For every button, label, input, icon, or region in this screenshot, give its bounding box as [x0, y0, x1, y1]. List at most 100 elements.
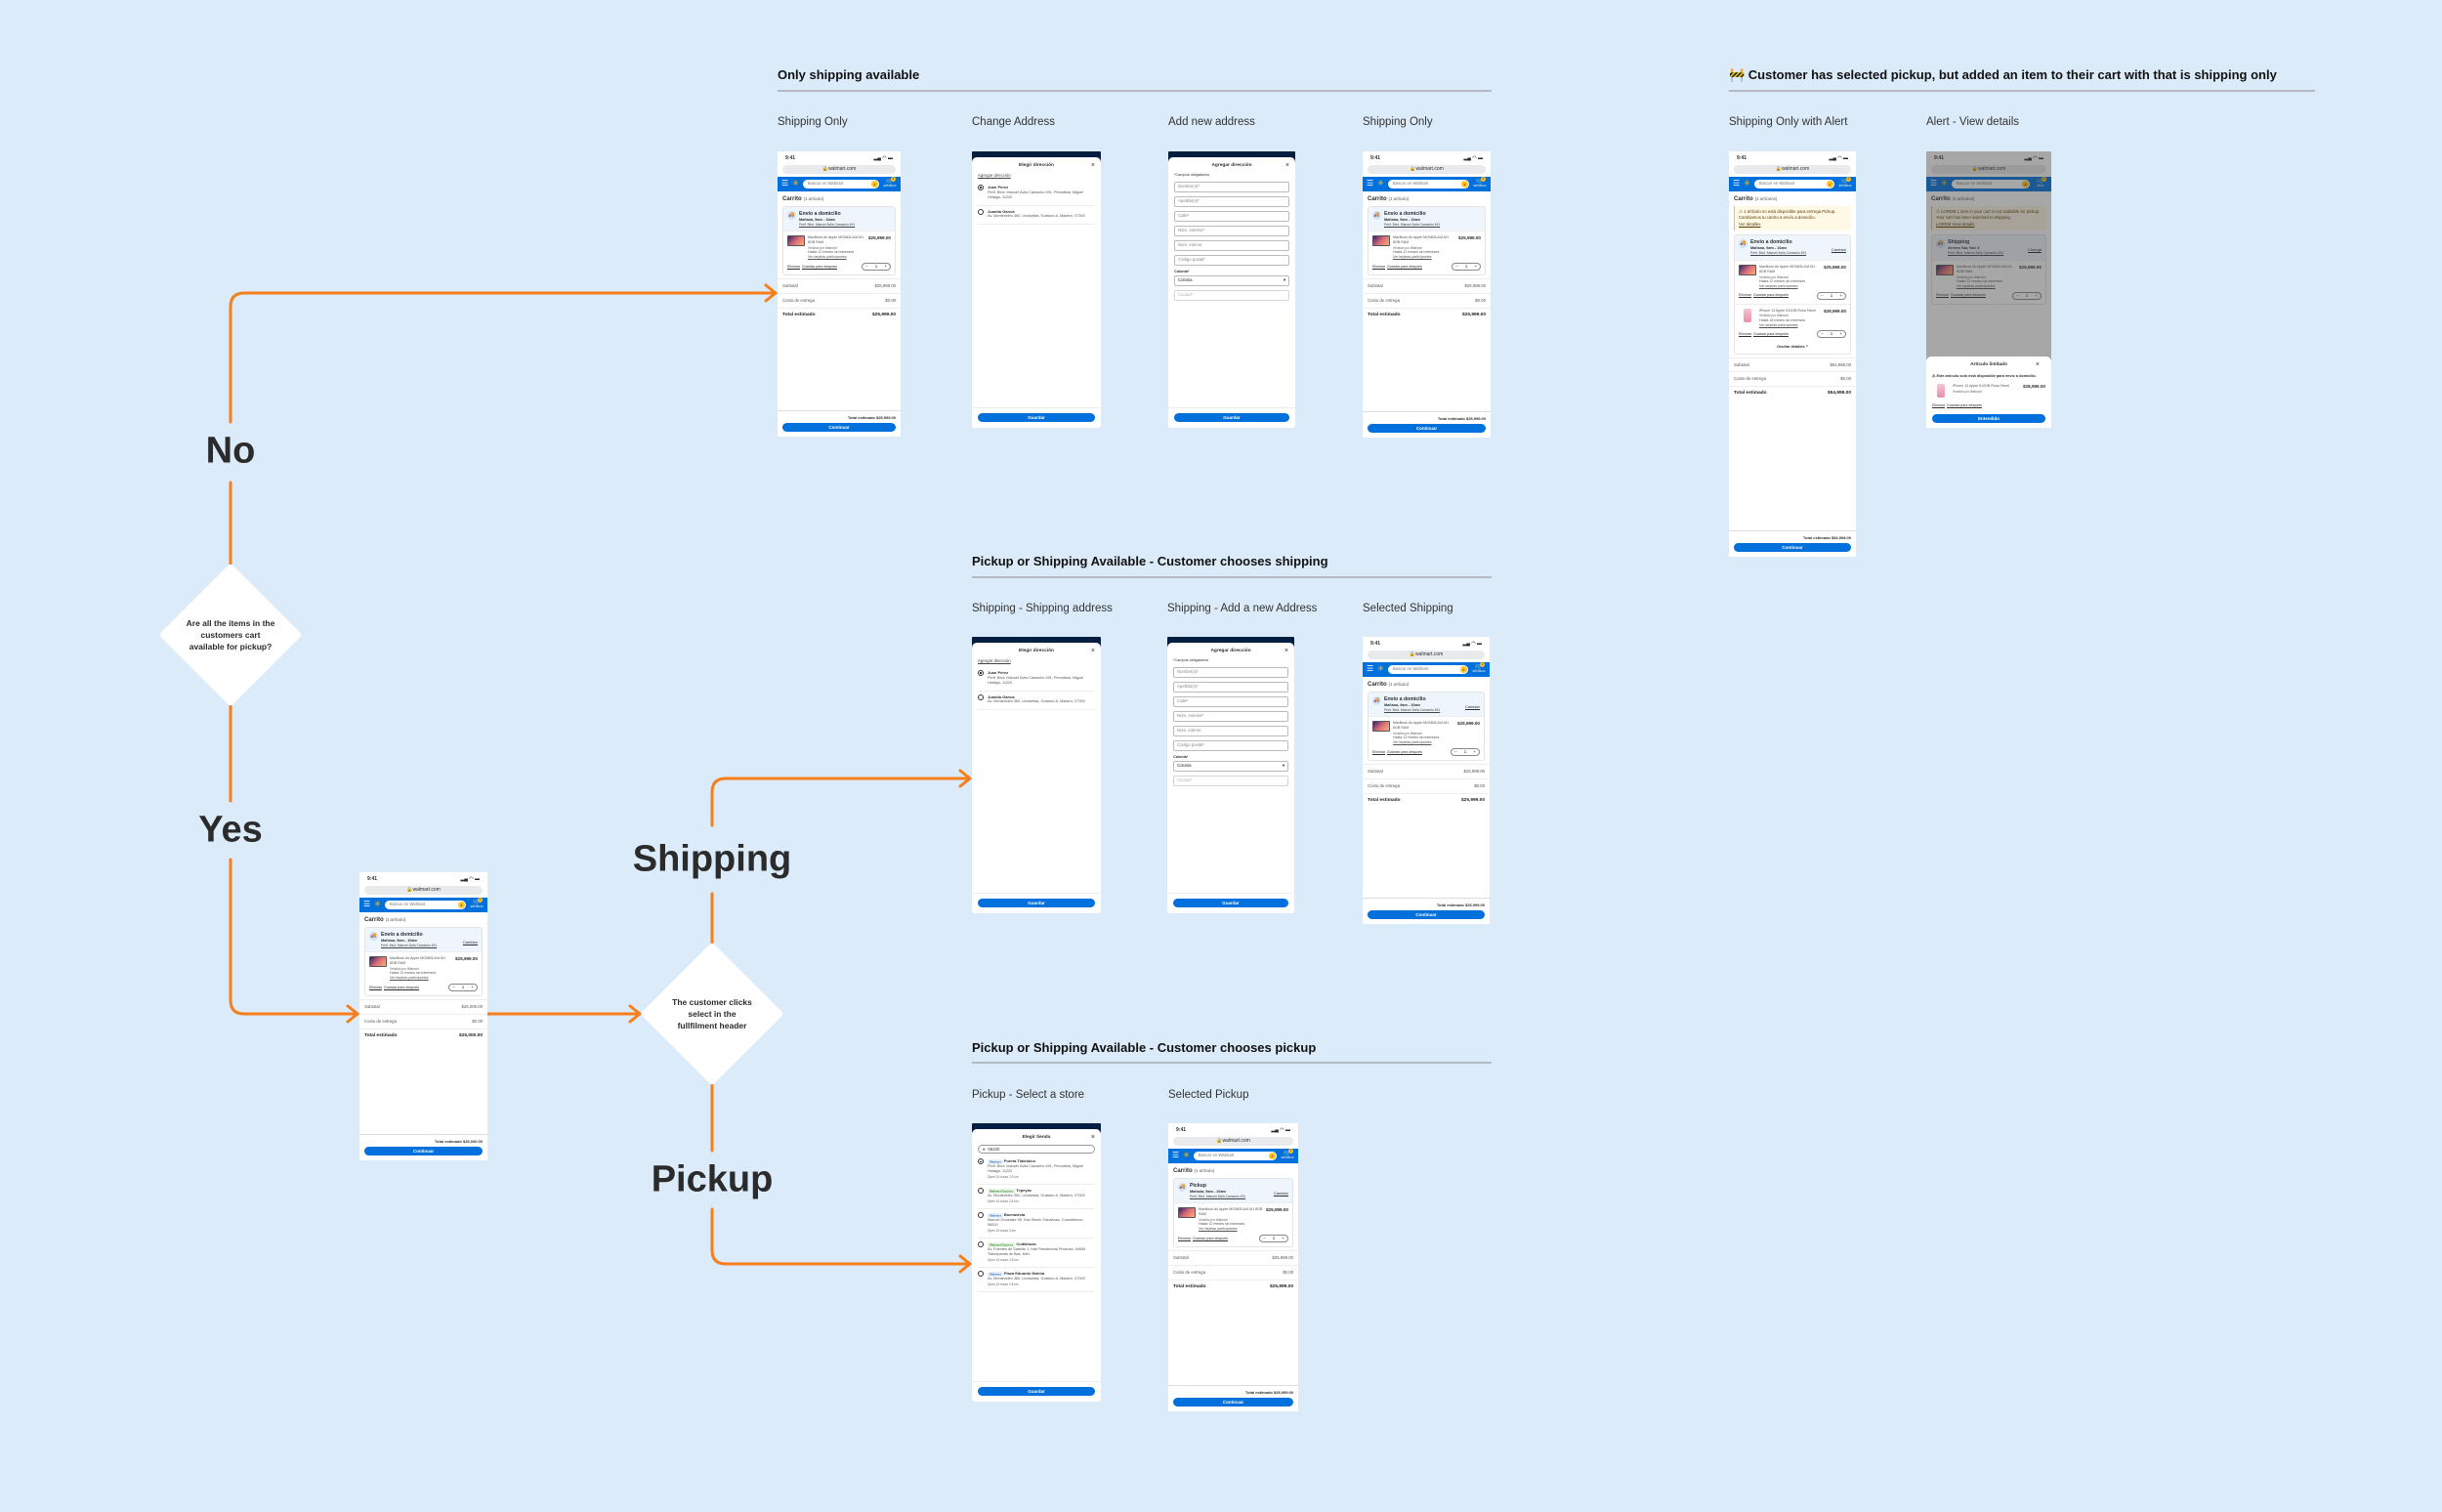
- search-input[interactable]: Buscar en Walmart⌕: [1951, 179, 2030, 189]
- plus-icon[interactable]: +: [1473, 749, 1476, 755]
- close-icon[interactable]: ×: [1090, 648, 1095, 654]
- address-field-input[interactable]: Código postal*: [1173, 739, 1288, 751]
- search-input[interactable]: Buscar en Walmart⌕: [1387, 664, 1468, 674]
- address-bar[interactable]: 🔒walmart.com: [1734, 164, 1851, 174]
- plus-icon[interactable]: +: [1839, 331, 1842, 337]
- change-fulfillment-link[interactable]: Change: [2027, 247, 2042, 253]
- cart-button[interactable]: 🛒1$0.00: [2034, 177, 2047, 189]
- save-button[interactable]: Guardar: [978, 413, 1095, 422]
- quantity-stepper[interactable]: −1+: [1817, 291, 1846, 300]
- address-bar[interactable]: 🔒walmart.com: [782, 164, 896, 174]
- address-field-input[interactable]: Apellido(s)*: [1173, 681, 1288, 693]
- plus-icon[interactable]: +: [2035, 292, 2038, 298]
- address-field-input[interactable]: Nombre(s)*: [1173, 666, 1288, 678]
- continue-button[interactable]: Continuar: [1734, 543, 1851, 552]
- menu-icon[interactable]: ☰: [1930, 179, 1938, 189]
- menu-icon[interactable]: ☰: [781, 179, 789, 189]
- cards-link[interactable]: Ver tarjetas participantes: [1957, 283, 1996, 288]
- search-input[interactable]: Buscar en Walmart⌕: [1193, 1151, 1277, 1160]
- minus-icon[interactable]: −: [1455, 264, 1458, 270]
- quantity-stepper[interactable]: −1+: [1452, 263, 1481, 272]
- address-field-input[interactable]: Núm. exterior*: [1173, 710, 1288, 722]
- menu-icon[interactable]: ☰: [1367, 664, 1374, 674]
- plus-icon[interactable]: +: [1474, 264, 1477, 270]
- quantity-stepper[interactable]: −1+: [448, 984, 478, 992]
- save-later-link[interactable]: Guardar para después: [1946, 403, 1982, 408]
- minus-icon[interactable]: −: [865, 264, 868, 270]
- address-field-input[interactable]: Nombre(s)*: [1174, 181, 1289, 192]
- remove-link[interactable]: Eliminar: [1372, 264, 1385, 269]
- address-field-input[interactable]: Apellido(s)*: [1174, 195, 1289, 207]
- city-input[interactable]: Ciudad*: [1174, 289, 1289, 301]
- cards-link[interactable]: Ver tarjetas participantes: [1393, 255, 1432, 260]
- cards-link[interactable]: Ver tarjetas participantes: [1759, 322, 1798, 327]
- alert-details-link[interactable]: LOREM View details: [1936, 222, 1975, 228]
- menu-icon[interactable]: ☰: [1367, 179, 1374, 189]
- close-icon[interactable]: ×: [2035, 360, 2040, 368]
- remove-link[interactable]: Eliminar: [1739, 332, 1751, 337]
- close-icon[interactable]: ×: [1284, 162, 1289, 169]
- address-bar[interactable]: 🔒walmart.com: [1368, 650, 1485, 659]
- colonia-select[interactable]: Colonia▾: [1174, 274, 1289, 286]
- plus-icon[interactable]: +: [471, 985, 474, 990]
- cards-link[interactable]: Ver tarjetas participantes: [390, 976, 429, 981]
- search-icon[interactable]: ⌕: [1827, 180, 1833, 188]
- close-icon[interactable]: ×: [1284, 648, 1288, 654]
- cards-link[interactable]: Ver tarjetas participantes: [1199, 1227, 1238, 1232]
- address-bar[interactable]: 🔒walmart.com: [1931, 164, 2046, 174]
- cart-button[interactable]: 🛒1$25,999.00: [883, 177, 897, 189]
- cart-button[interactable]: 🛒1$25,999.00: [1473, 177, 1487, 189]
- zip-search-input[interactable]: ⌖06220: [978, 1145, 1095, 1155]
- radio-button[interactable]: [978, 1271, 984, 1278]
- search-input[interactable]: Buscar en Walmart⌕: [802, 179, 879, 189]
- address-bar[interactable]: 🔒walmart.com: [1368, 164, 1486, 174]
- continue-button[interactable]: Continuar: [364, 1147, 483, 1155]
- continue-button[interactable]: Continuar: [782, 423, 896, 432]
- minus-icon[interactable]: −: [1454, 749, 1457, 755]
- save-later-link[interactable]: Guardar para después: [1950, 293, 1986, 298]
- quantity-stepper[interactable]: −1+: [862, 263, 891, 272]
- add-address-link[interactable]: Agregar dirección: [978, 173, 1011, 179]
- save-button[interactable]: Guardar: [978, 1387, 1095, 1396]
- change-fulfillment-link[interactable]: Cambiar: [1273, 1190, 1288, 1196]
- plus-icon[interactable]: +: [884, 264, 887, 270]
- remove-link[interactable]: Eliminar: [369, 985, 382, 989]
- address-field-input[interactable]: Núm. exterior*: [1174, 225, 1289, 236]
- save-later-link[interactable]: Guardar para después: [1192, 1236, 1228, 1240]
- address-field-input[interactable]: Calle*: [1173, 695, 1288, 707]
- minus-icon[interactable]: −: [1821, 292, 1824, 298]
- alert-details-link[interactable]: Ver detalles: [1739, 222, 1761, 228]
- remove-link[interactable]: Eliminar: [1739, 293, 1751, 298]
- understood-button[interactable]: Entendido: [1932, 414, 2045, 423]
- search-input[interactable]: Buscar en Walmart⌕: [1387, 179, 1469, 189]
- save-later-link[interactable]: Guardar para después: [1752, 332, 1789, 337]
- continue-button[interactable]: Continuar: [1368, 424, 1486, 433]
- search-input[interactable]: Buscar en Walmart⌕: [1753, 179, 1834, 189]
- close-icon[interactable]: ×: [1090, 1134, 1095, 1141]
- radio-button[interactable]: [978, 185, 984, 191]
- address-bar[interactable]: 🔒walmart.com: [1173, 1136, 1293, 1146]
- close-icon[interactable]: ×: [1090, 162, 1095, 169]
- search-icon[interactable]: ⌕: [871, 180, 878, 188]
- address-field-input[interactable]: Núm. interior: [1173, 725, 1288, 736]
- save-later-link[interactable]: Guardar para después: [1386, 264, 1422, 269]
- radio-button[interactable]: [978, 1158, 984, 1165]
- radio-button[interactable]: [978, 1212, 984, 1219]
- radio-button[interactable]: [978, 208, 984, 215]
- remove-link[interactable]: Eliminar: [787, 264, 800, 269]
- colonia-select[interactable]: Colonia▾: [1173, 760, 1288, 772]
- save-later-link[interactable]: Guardar para después: [383, 985, 419, 989]
- add-address-link[interactable]: Agregar dirección: [978, 658, 1011, 664]
- save-button[interactable]: Guardar: [1174, 413, 1289, 422]
- save-later-link[interactable]: Guardar para después: [801, 264, 837, 269]
- radio-button[interactable]: [978, 1188, 984, 1195]
- address-field-input[interactable]: Calle*: [1174, 210, 1289, 222]
